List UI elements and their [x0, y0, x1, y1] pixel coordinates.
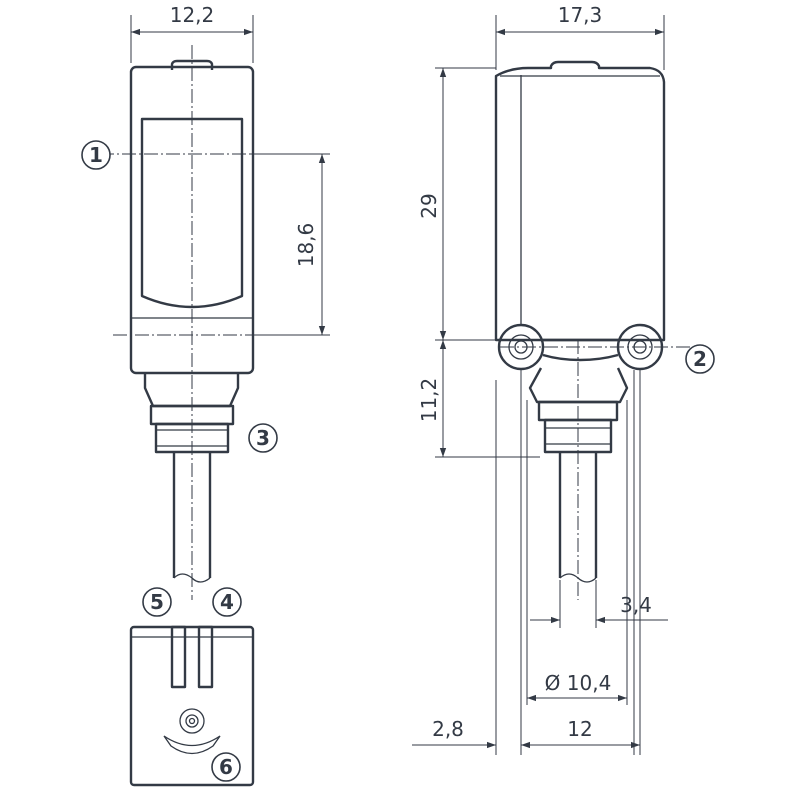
svg-text:1: 1 — [89, 143, 103, 167]
dim-mount-spacing: 12 — [567, 717, 592, 741]
callout-2: 2 — [685, 344, 715, 374]
dim-connector-height: 11,2 — [417, 378, 441, 423]
dimension-lines — [130, 15, 668, 755]
callout-6: 6 — [211, 752, 241, 782]
dim-lens-height: 18,6 — [294, 223, 318, 268]
callout-3: 3 — [248, 423, 278, 453]
front-view — [100, 45, 300, 600]
svg-text:5: 5 — [150, 590, 164, 614]
dim-connector-diameter: Ø 10,4 — [545, 671, 612, 695]
dim-front-width: 12,2 — [170, 3, 215, 27]
dim-cable-diameter: 3,4 — [620, 593, 652, 617]
callout-4: 4 — [212, 587, 242, 617]
svg-text:2: 2 — [693, 347, 707, 371]
svg-text:4: 4 — [220, 590, 234, 614]
dim-mount-offset: 2,8 — [432, 717, 464, 741]
dim-body-height: 29 — [417, 193, 441, 218]
svg-text:3: 3 — [256, 426, 270, 450]
dim-side-width: 17,3 — [558, 3, 603, 27]
side-view — [494, 60, 700, 600]
callout-5: 5 — [142, 587, 172, 617]
dimension-labels: 12,2 18,6 17,3 29 11,2 3,4 Ø 10,4 2,8 12 — [170, 3, 652, 741]
connector-detail-view — [129, 625, 255, 787]
callouts: 1 2 3 4 5 6 — [81, 140, 715, 782]
callout-1: 1 — [81, 140, 111, 170]
svg-text:6: 6 — [219, 755, 233, 779]
